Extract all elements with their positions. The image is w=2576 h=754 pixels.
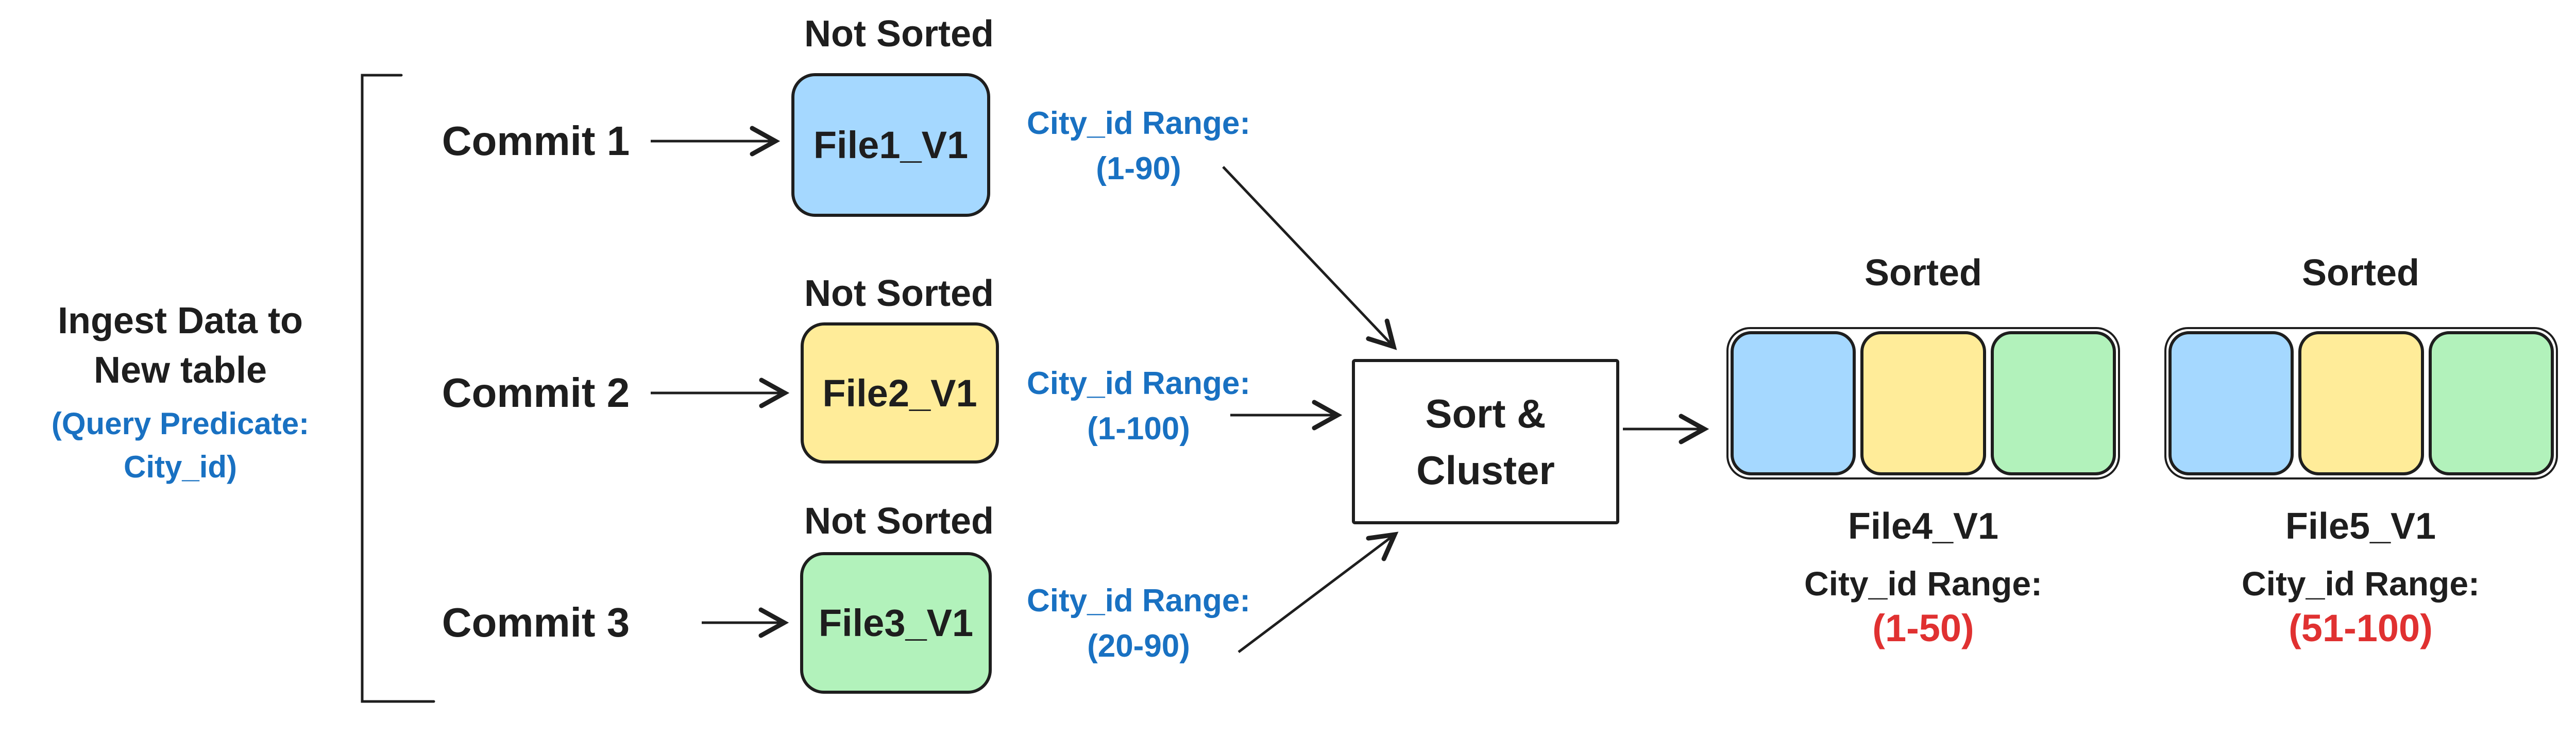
file5-segment-green	[2428, 331, 2554, 475]
file2-box: File2_V1	[801, 322, 999, 464]
commit1-label: Commit 1	[442, 118, 630, 164]
commit2-label: Commit 2	[442, 370, 630, 416]
file4-segment-yellow	[1860, 331, 1986, 475]
file2-range-value: (1-100)	[1087, 411, 1190, 447]
file4-box	[1726, 327, 2120, 479]
file4-segment-green	[1990, 331, 2116, 475]
sort-cluster-line1: Sort &	[1425, 390, 1546, 436]
file3-box: File3_V1	[800, 552, 992, 694]
ingest-note: Ingest Data to New table (Query Predicat…	[8, 296, 353, 489]
file3-range-label: City_id Range:	[1026, 583, 1251, 619]
file5-name: File5_V1	[2285, 506, 2436, 547]
file3-range-value: (20-90)	[1087, 628, 1190, 664]
ingest-note-line1: Ingest Data to	[57, 300, 303, 341]
file1-range-value: (1-90)	[1096, 151, 1181, 186]
file5-range-value: (51-100)	[2289, 607, 2433, 649]
file3-name: File3_V1	[818, 602, 974, 644]
file3-status-label: Not Sorted	[804, 501, 994, 542]
file3-range-note: City_id Range: (20-90)	[979, 578, 1298, 669]
file4-range-value: (1-50)	[1872, 607, 1974, 649]
file4-name: File4_V1	[1848, 506, 1999, 547]
ingest-note-predicate-line2: City_id)	[123, 450, 238, 484]
file4-range-label: City_id Range:	[1804, 564, 2043, 603]
file5-segment-yellow	[2298, 331, 2424, 475]
ingest-note-line2: New table	[93, 350, 267, 391]
file5-status-label: Sorted	[2301, 252, 2420, 294]
file2-range-label: City_id Range:	[1026, 366, 1251, 401]
file1-status-label: Not Sorted	[804, 13, 994, 55]
file4-segment-blue	[1731, 331, 1856, 475]
file1-range-note: City_id Range: (1-90)	[979, 101, 1298, 192]
file2-name: File2_V1	[822, 371, 977, 415]
file5-range-label: City_id Range:	[2241, 564, 2480, 603]
sort-cluster-box: Sort & Cluster	[1352, 359, 1619, 524]
ingest-note-predicate-line1: (Query Predicate:	[51, 406, 310, 441]
commit3-label: Commit 3	[442, 599, 630, 645]
sort-cluster-line2: Cluster	[1416, 447, 1555, 493]
file4-status-label: Sorted	[1864, 252, 1982, 294]
file1-box: File1_V1	[791, 73, 990, 217]
file2-status-label: Not Sorted	[804, 273, 994, 314]
file2-range-note: City_id Range: (1-100)	[979, 361, 1298, 452]
file5-segment-blue	[2168, 331, 2294, 475]
file5-box	[2164, 327, 2558, 479]
file1-name: File1_V1	[813, 124, 969, 166]
file1-range-label: City_id Range:	[1026, 106, 1251, 141]
file1-to-sort-arrow	[1222, 166, 1397, 350]
